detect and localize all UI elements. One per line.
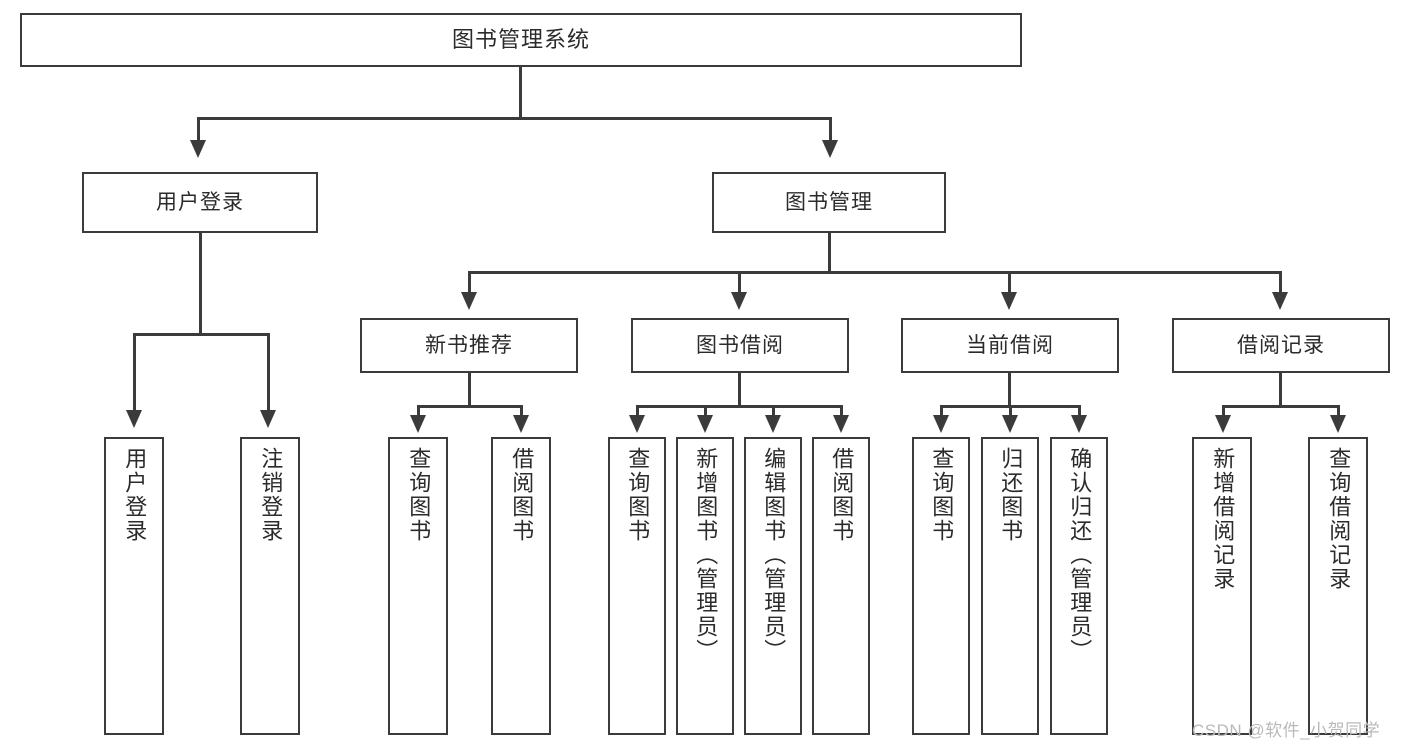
arrow-borrow-leaf-0 <box>629 415 645 433</box>
edge-book-mgmt-drop-3 <box>1279 271 1282 301</box>
node-new-book-recommend[interactable]: 新书推荐 <box>360 318 578 373</box>
leaf-borrow-1[interactable]: 新增图书（管理员） <box>676 437 734 735</box>
arrow-new-book-leaf-0 <box>410 415 426 433</box>
arrow-borrow-leaf-2 <box>765 415 781 433</box>
arrow-user-login-leaf-0 <box>126 410 142 428</box>
leaf-borrow-2[interactable]: 编辑图书（管理员） <box>744 437 802 735</box>
leaf-current-0[interactable]: 查询图书 <box>912 437 970 735</box>
leaf-label: 借阅图书 <box>829 447 855 543</box>
arrow-to-new-book <box>461 292 477 310</box>
edge-records-bus <box>1222 405 1339 408</box>
arrow-user-login-leaf-1 <box>260 410 276 428</box>
node-root-system[interactable]: 图书管理系统 <box>20 13 1022 67</box>
arrow-to-user-login <box>190 140 206 158</box>
node-label: 用户登录 <box>156 190 244 214</box>
edge-book-mgmt-trunk <box>828 233 831 273</box>
edge-user-login-drop-0 <box>133 333 136 417</box>
node-book-borrow[interactable]: 图书借阅 <box>631 318 849 373</box>
leaf-label: 编辑图书（管理员） <box>761 447 787 663</box>
edge-records-trunk <box>1279 373 1282 407</box>
leaf-label: 用户登录 <box>122 447 148 543</box>
edge-user-login-drop-1 <box>267 333 270 417</box>
arrow-borrow-leaf-3 <box>833 415 849 433</box>
leaf-label: 查询借阅记录 <box>1326 447 1352 591</box>
edge-root-to-book-mgmt <box>829 117 832 147</box>
edge-new-book-bus <box>417 405 522 408</box>
csdn-watermark: CSDN @软件_小贺同学 <box>1192 721 1381 740</box>
edge-new-book-drop-1 <box>520 405 523 421</box>
leaf-label: 借阅图书 <box>509 447 535 543</box>
node-book-management[interactable]: 图书管理 <box>712 172 946 233</box>
leaf-label: 查询图书 <box>625 447 651 543</box>
leaf-new-book-1[interactable]: 借阅图书 <box>491 437 551 735</box>
edge-borrow-bus <box>636 405 843 408</box>
node-label: 当前借阅 <box>966 333 1054 357</box>
node-current-borrow[interactable]: 当前借阅 <box>901 318 1119 373</box>
leaf-new-book-0[interactable]: 查询图书 <box>388 437 448 735</box>
node-user-login[interactable]: 用户登录 <box>82 172 318 233</box>
node-label: 新书推荐 <box>425 333 513 357</box>
edge-book-mgmt-drop-2 <box>1008 271 1011 301</box>
edge-borrow-drop-2 <box>772 405 775 421</box>
edge-root-trunk <box>519 67 522 119</box>
edge-records-drop-1 <box>1337 405 1340 421</box>
leaf-borrow-0[interactable]: 查询图书 <box>608 437 666 735</box>
leaf-label: 新增借阅记录 <box>1210 447 1236 591</box>
edge-current-drop-1 <box>1009 405 1012 421</box>
node-label: 图书借阅 <box>696 333 784 357</box>
edge-root-bus <box>197 117 832 120</box>
edge-book-mgmt-bus <box>468 271 1281 274</box>
arrow-records-leaf-0 <box>1215 415 1231 433</box>
leaf-user-login-1[interactable]: 注销登录 <box>240 437 300 735</box>
edge-new-book-trunk <box>468 373 471 407</box>
leaf-label: 新增图书（管理员） <box>693 447 719 663</box>
leaf-label: 查询图书 <box>929 447 955 543</box>
leaf-label: 查询图书 <box>406 447 432 543</box>
edge-root-to-user-login <box>197 117 200 147</box>
arrow-records-leaf-1 <box>1330 415 1346 433</box>
arrow-borrow-leaf-1 <box>697 415 713 433</box>
edge-user-login-trunk <box>199 233 202 335</box>
leaf-current-1[interactable]: 归还图书 <box>981 437 1039 735</box>
node-label: 图书管理系统 <box>451 26 590 52</box>
node-label: 借阅记录 <box>1237 333 1325 357</box>
leaf-current-2[interactable]: 确认归还（管理员） <box>1050 437 1108 735</box>
leaf-label: 确认归还（管理员） <box>1067 447 1093 663</box>
leaf-records-0[interactable]: 新增借阅记录 <box>1192 437 1252 735</box>
arrow-to-current <box>1001 292 1017 310</box>
arrow-current-leaf-1 <box>1002 415 1018 433</box>
arrow-new-book-leaf-1 <box>513 415 529 433</box>
edge-book-mgmt-drop-1 <box>738 271 741 301</box>
leaf-user-login-0[interactable]: 用户登录 <box>104 437 164 735</box>
arrow-to-records <box>1272 292 1288 310</box>
arrow-current-leaf-2 <box>1071 415 1087 433</box>
edge-current-trunk <box>1008 373 1011 407</box>
leaf-label: 注销登录 <box>258 447 284 543</box>
edge-borrow-drop-1 <box>704 405 707 421</box>
edge-current-drop-0 <box>940 405 943 421</box>
leaf-records-1[interactable]: 查询借阅记录 <box>1308 437 1368 735</box>
arrow-to-book-mgmt <box>822 140 838 158</box>
edge-user-login-bus <box>133 333 269 336</box>
edge-new-book-drop-0 <box>417 405 420 421</box>
edge-borrow-trunk <box>738 373 741 407</box>
leaf-borrow-3[interactable]: 借阅图书 <box>812 437 870 735</box>
arrow-to-borrow <box>731 292 747 310</box>
arrow-current-leaf-0 <box>933 415 949 433</box>
edge-borrow-drop-0 <box>636 405 639 421</box>
edge-book-mgmt-drop-0 <box>468 271 471 301</box>
node-borrow-records[interactable]: 借阅记录 <box>1172 318 1390 373</box>
edge-records-drop-0 <box>1222 405 1225 421</box>
edge-borrow-drop-3 <box>840 405 843 421</box>
edge-current-drop-2 <box>1078 405 1081 421</box>
node-label: 图书管理 <box>785 190 873 214</box>
leaf-label: 归还图书 <box>998 447 1024 543</box>
